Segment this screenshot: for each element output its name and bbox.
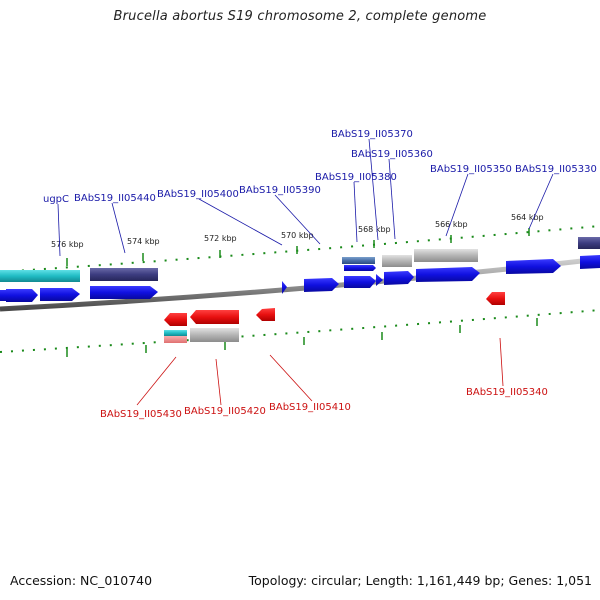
forward-gene-arrow: [6, 289, 38, 302]
scale-label: 572 kbp: [204, 234, 237, 243]
forward-genes: [0, 255, 600, 302]
topology-text: Topology: circular; Length: 1,161,449 bp…: [248, 573, 592, 588]
scale-label: 568 kbp: [358, 225, 391, 234]
forward-gene-arrow: [90, 286, 158, 299]
reverse-genes: [164, 292, 505, 343]
feature-block-pink: [164, 336, 187, 343]
gene-label-ugpC: ugpC: [43, 194, 69, 205]
gene-label-BAbS19_II05340: BAbS19_II05340: [466, 387, 548, 398]
gene-label-BAbS19_II05330: BAbS19_II05330: [515, 164, 597, 175]
gene-label-BAbS19_II05430: BAbS19_II05430: [100, 409, 182, 420]
feature-block-teal: [164, 330, 187, 336]
forward-gene-arrow: [416, 267, 480, 282]
feature-block-teal: [0, 270, 40, 282]
feature-block-gray: [382, 255, 412, 267]
gene-label-BAbS19_II05400: BAbS19_II05400: [157, 189, 239, 200]
forward-gene-arrow: [344, 276, 376, 288]
feature-block-teal: [40, 270, 80, 282]
gene-label-BAbS19_II05420: BAbS19_II05420: [184, 406, 266, 417]
gene-label-BAbS19_II05380: BAbS19_II05380: [315, 172, 397, 183]
gene-label-BAbS19_II05350: BAbS19_II05350: [430, 164, 512, 175]
feature-block-gray: [190, 328, 239, 342]
reverse-gene-arrow: [256, 308, 275, 321]
reverse-gene-labels: BAbS19_II05430 BAbS19_II05420 BAbS19_II0…: [100, 387, 548, 420]
forward-gene-arrow: [282, 281, 287, 294]
forward-gene-arrow: [384, 271, 414, 285]
outer-tick-track: [0, 225, 600, 273]
forward-gene-arrow: [304, 278, 339, 292]
feature-block-navy: [90, 268, 158, 281]
forward-gene-labels: ugpC BAbS19_II05440 BAbS19_II05400 BAbS1…: [43, 129, 597, 205]
feature-block-gray: [414, 249, 478, 262]
gene-label-BAbS19_II05410: BAbS19_II05410: [269, 402, 351, 413]
reverse-gene-arrow: [486, 292, 505, 305]
scale-label: 570 kbp: [281, 231, 314, 240]
reverse-leader-lines: [136, 337, 504, 406]
reverse-gene-arrow: [190, 310, 239, 324]
scale-label: 576 kbp: [51, 240, 84, 249]
scale-label: 566 kbp: [435, 220, 468, 229]
feature-block-navy: [578, 237, 600, 249]
scale-label: 564 kbp: [511, 213, 544, 222]
scale-label: 574 kbp: [127, 237, 160, 246]
gene-label-BAbS19_II05390: BAbS19_II05390: [239, 185, 321, 196]
map-title: Brucella abortus S19 chromosome 2, compl…: [113, 9, 487, 24]
forward-gene-arrow: [344, 265, 376, 271]
inner-tick-track: [0, 309, 600, 353]
major-ticks: [66, 228, 538, 357]
feature-track-outer: [0, 237, 600, 282]
scale-labels: 576 kbp 574 kbp 572 kbp 570 kbp 568 kbp …: [51, 213, 544, 249]
forward-gene-arrow: [376, 274, 383, 286]
forward-gene-arrow: [580, 255, 600, 269]
reverse-gene-arrow: [164, 313, 187, 326]
forward-gene-arrow: [40, 288, 80, 301]
gene-label-BAbS19_II05370: BAbS19_II05370: [331, 129, 413, 140]
gene-label-BAbS19_II05360: BAbS19_II05360: [351, 149, 433, 160]
forward-leader-lines: [57, 138, 554, 257]
gene-label-BAbS19_II05440: BAbS19_II05440: [74, 193, 156, 204]
accession-text: Accession: NC_010740: [10, 573, 153, 588]
forward-gene-arrow: [506, 259, 561, 274]
feature-block-steel: [342, 257, 375, 264]
